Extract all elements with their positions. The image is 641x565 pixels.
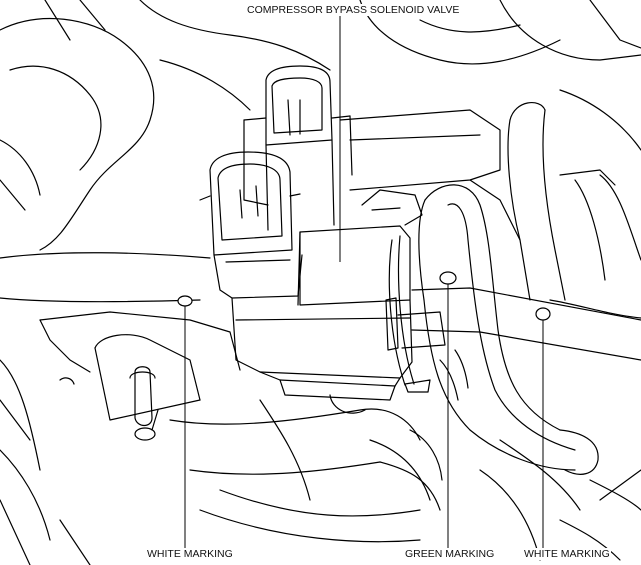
background-structure [0, 0, 641, 301]
left-connector [199, 151, 303, 299]
horizontal-tube [0, 252, 641, 361]
white-marking-left-label: WHITE MARKING [146, 548, 234, 560]
hose [418, 184, 599, 475]
green-marking-label: GREEN MARKING [404, 548, 496, 560]
upper-connector [243, 65, 353, 231]
green-marking-dot [439, 271, 457, 285]
white-marking-right-label: WHITE MARKING [523, 548, 611, 560]
white-marking-left-dot [177, 295, 193, 307]
lower-bracket [0, 311, 241, 541]
solenoid-valve-label: COMPRESSOR BYPASS SOLENOID VALVE [246, 4, 461, 16]
solenoid-valve-body [231, 189, 446, 414]
white-marking-right-dot [535, 307, 551, 321]
lower-hoses [0, 349, 641, 565]
